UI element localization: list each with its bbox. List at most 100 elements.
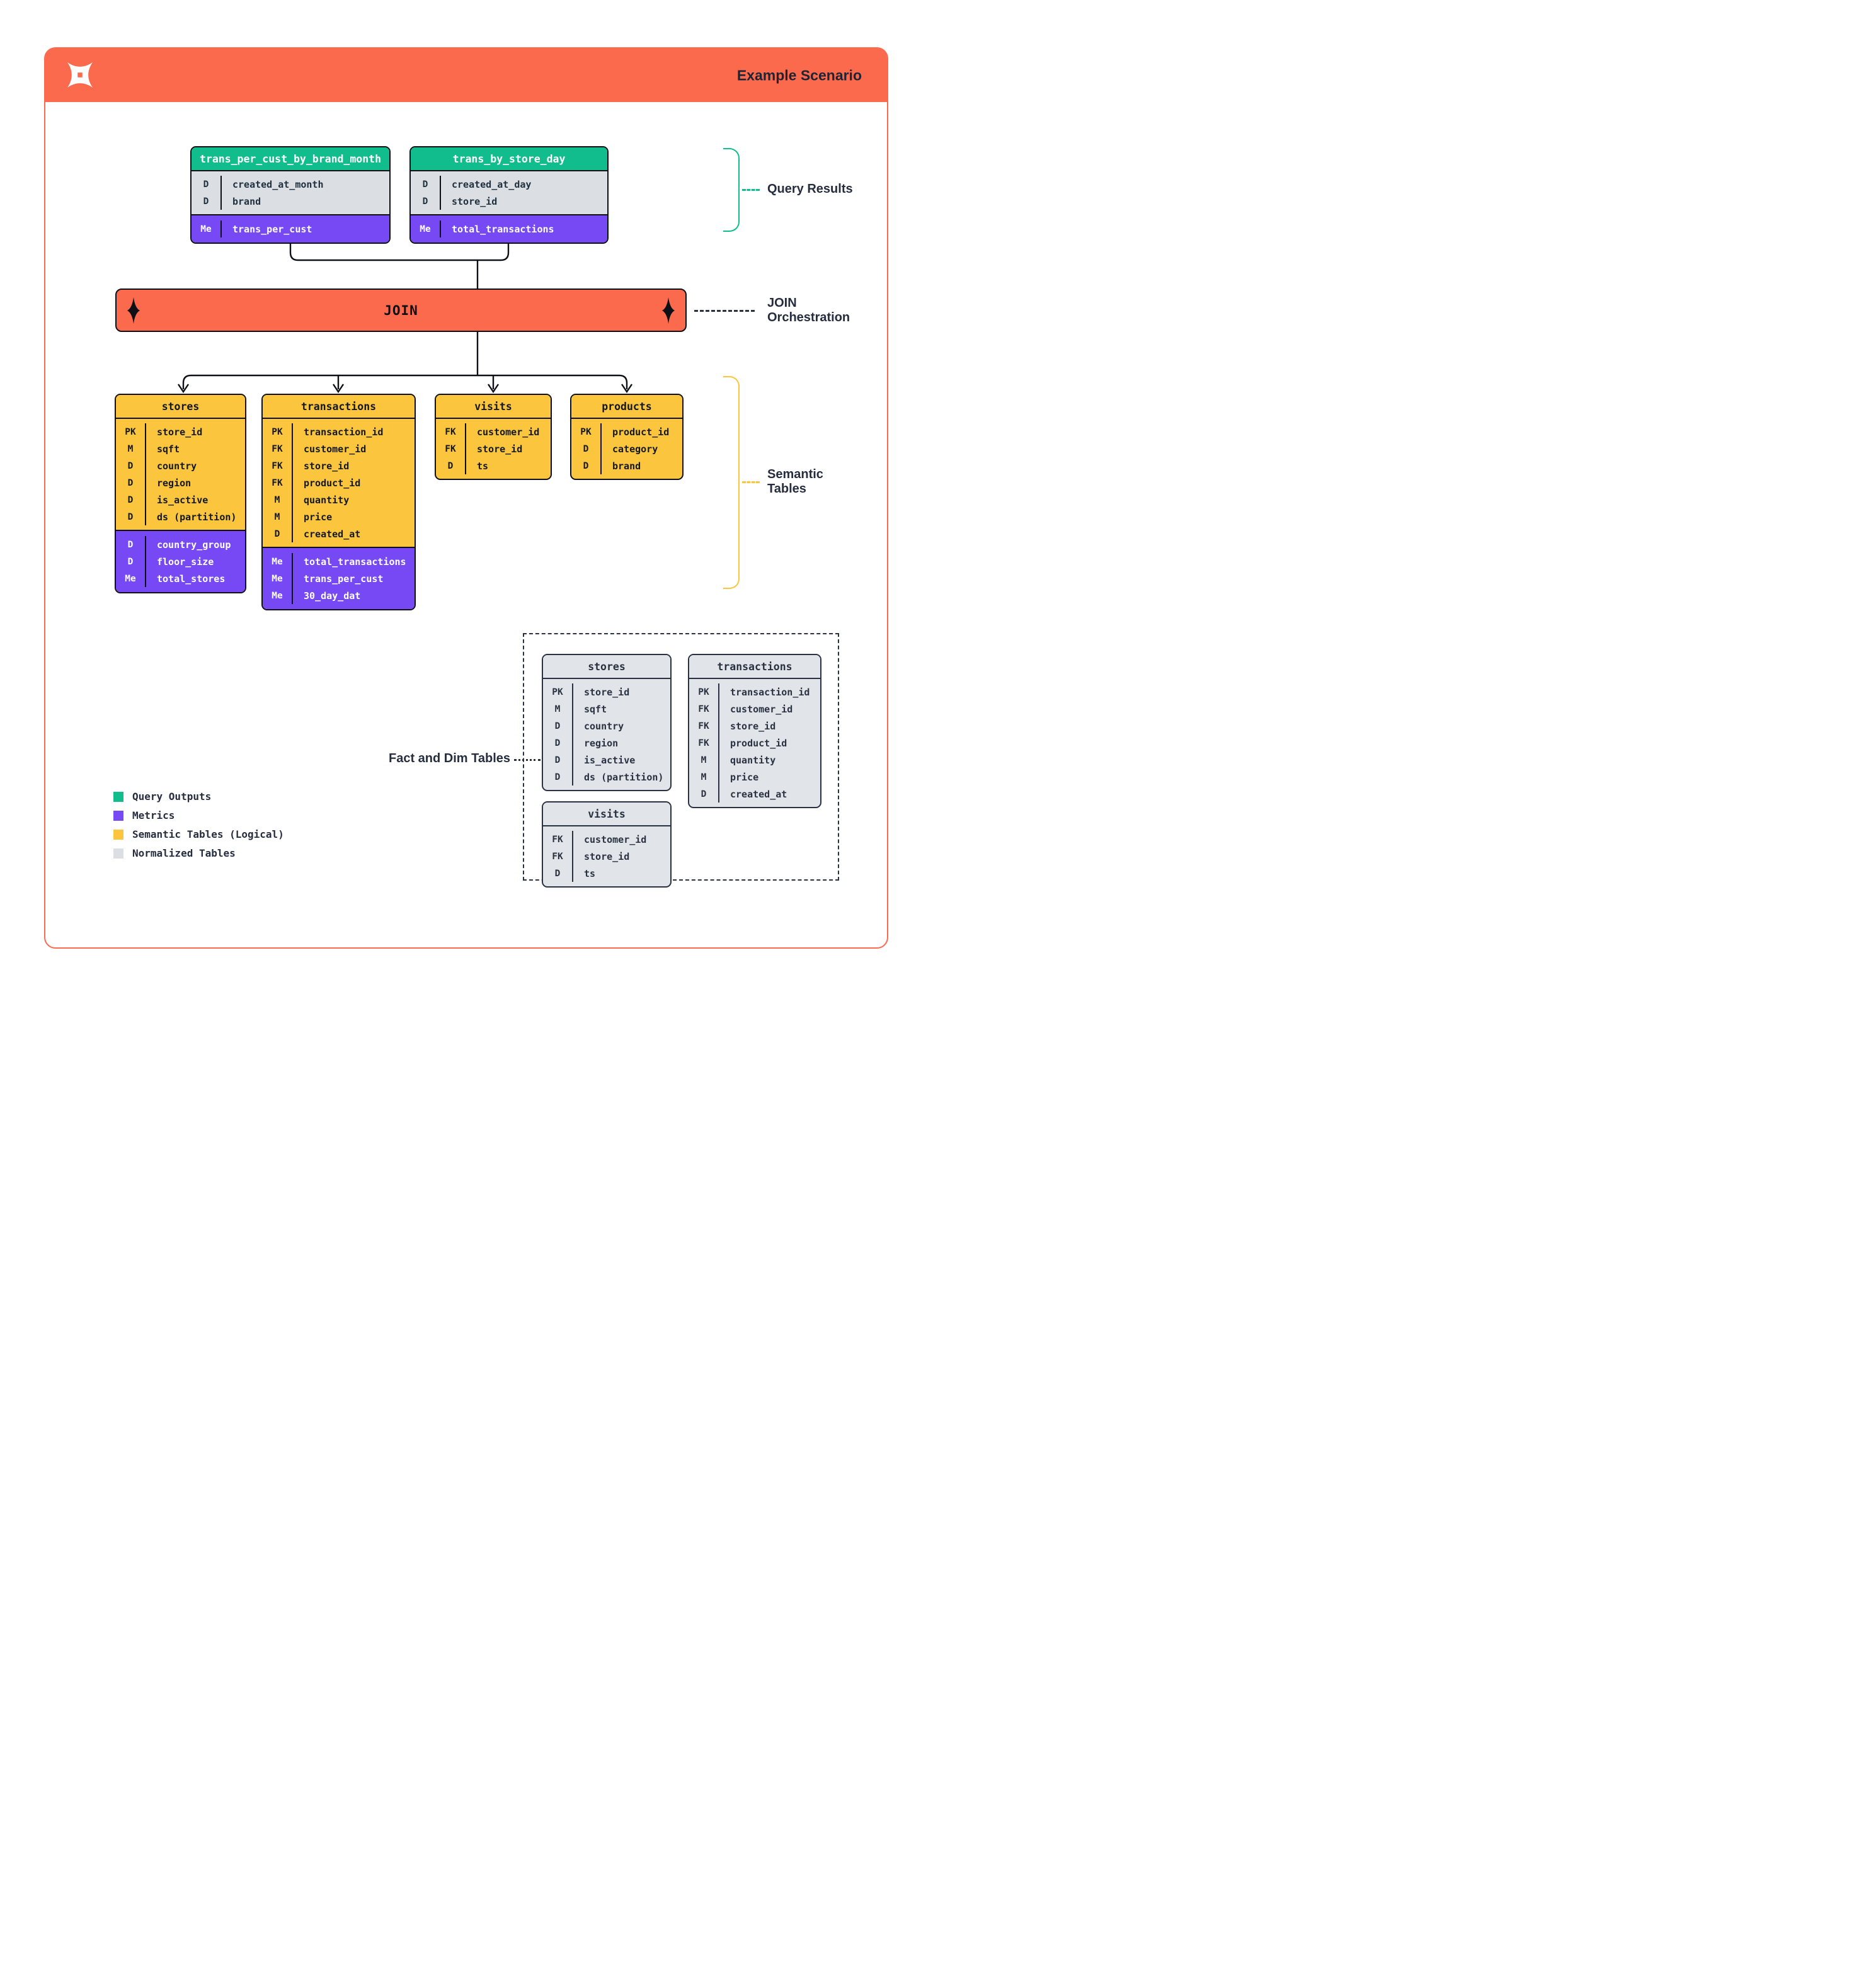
- table-title: trans_per_cust_by_brand_month: [192, 147, 389, 171]
- legend-item: Normalized Tables: [113, 847, 284, 859]
- legend-item: Query Outputs: [113, 791, 284, 803]
- key-badge: FK: [689, 734, 719, 751]
- key-badge: FK: [436, 440, 466, 457]
- field-name: total_stores: [157, 573, 226, 585]
- field-name: customer_id: [584, 833, 647, 845]
- legend-swatch: [113, 848, 123, 859]
- query-results-connector: [742, 189, 760, 191]
- field-row: PK transaction_id: [689, 683, 820, 700]
- semantic-tables-label: Semantic Tables: [767, 467, 823, 496]
- key-badge: Me: [411, 220, 441, 237]
- field-row: FK store_id: [436, 440, 551, 457]
- key-badge: FK: [543, 831, 573, 848]
- join-orchestration-line2: Orchestration: [767, 311, 850, 324]
- field-name: sqft: [584, 703, 607, 715]
- dagster-logo-icon: [67, 62, 93, 88]
- field-name: country: [584, 720, 624, 732]
- fact-dim-connector: [514, 759, 541, 761]
- join-label: JOIN: [384, 302, 418, 318]
- key-badge: D: [436, 457, 466, 474]
- legend-swatch: [113, 791, 123, 802]
- field-name: floor_size: [157, 556, 214, 568]
- table-title: transactions: [689, 655, 820, 679]
- key-badge: PK: [543, 683, 573, 700]
- field-name: transaction_id: [730, 686, 810, 698]
- field-name: total_transactions: [304, 556, 406, 568]
- field-name: country: [157, 460, 197, 472]
- field-name: product_id: [730, 737, 787, 749]
- key-badge: D: [116, 457, 146, 474]
- field-name: region: [157, 477, 192, 489]
- key-badge: D: [571, 457, 602, 474]
- key-badge: FK: [689, 700, 719, 717]
- key-badge: Me: [263, 570, 293, 587]
- key-badge: PK: [263, 423, 293, 440]
- field-name: store_id: [730, 720, 776, 732]
- field-name: brand: [232, 195, 261, 207]
- key-badge: Me: [263, 587, 293, 604]
- field-name: store_id: [584, 850, 630, 862]
- table-title: visits: [436, 395, 551, 419]
- field-name: store_id: [477, 443, 523, 455]
- field-row: FK product_id: [689, 734, 820, 751]
- legend-item: Semantic Tables (Logical): [113, 828, 284, 840]
- table-title: transactions: [263, 395, 415, 419]
- key-badge: M: [543, 700, 573, 717]
- field-name: store_id: [452, 195, 498, 207]
- table-title: products: [571, 395, 682, 419]
- field-name: quantity: [730, 754, 776, 766]
- key-badge: D: [116, 508, 146, 525]
- key-badge: FK: [543, 848, 573, 865]
- field-name: store_id: [304, 460, 350, 472]
- key-badge: D: [543, 751, 573, 768]
- key-badge: D: [543, 717, 573, 734]
- semantic-tables-line2: Tables: [767, 482, 806, 496]
- field-name: price: [730, 771, 759, 783]
- diamond-ornament-icon: [661, 297, 675, 324]
- field-name: trans_per_cust: [304, 573, 384, 585]
- key-badge: D: [192, 193, 222, 210]
- key-badge: D: [543, 768, 573, 785]
- header-band: Example Scenario: [45, 49, 887, 102]
- key-badge: FK: [263, 474, 293, 491]
- query-results-bracket: [723, 148, 740, 232]
- legend-label: Semantic Tables (Logical): [132, 828, 284, 840]
- field-name: is_active: [157, 494, 209, 506]
- field-name: store_id: [584, 686, 630, 698]
- join-bar: JOIN: [115, 288, 687, 332]
- key-badge: PK: [689, 683, 719, 700]
- key-badge: D: [411, 176, 441, 193]
- field-name: created_at: [304, 528, 361, 540]
